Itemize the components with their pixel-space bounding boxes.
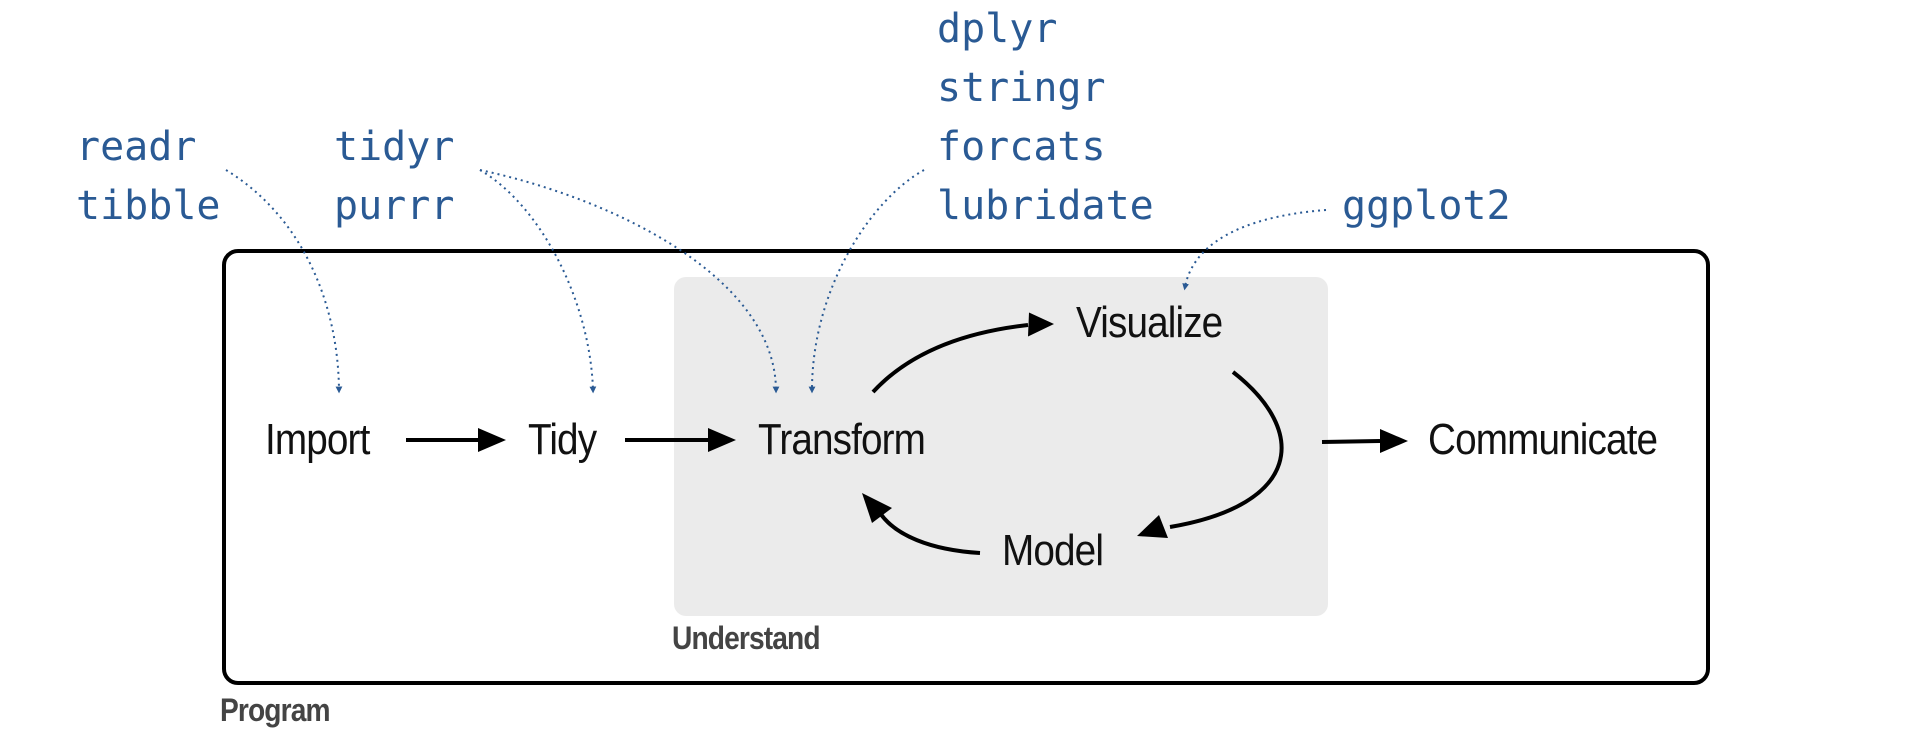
understand-container	[674, 277, 1328, 616]
node-tidy: Tidy	[528, 415, 597, 464]
tidy-packages: tidyr purrr	[334, 118, 454, 236]
connector-ggplot2-visualize	[1182, 209, 1327, 291]
arrowhead-model	[1137, 515, 1168, 538]
program-label: Program	[220, 692, 331, 728]
package-tibble: tibble	[76, 183, 221, 229]
arrowhead-communicate	[1380, 429, 1408, 453]
arrow-understand-communicate	[1321, 439, 1381, 444]
arrowhead-transform	[708, 428, 736, 452]
package-dplyr: dplyr	[937, 6, 1058, 52]
flow-arrows	[406, 323, 1381, 555]
arrowhead-visualize	[1028, 312, 1054, 337]
node-import: Import	[265, 415, 370, 464]
arrowhead-tidy	[478, 428, 506, 452]
node-visualize: Visualize	[1076, 298, 1223, 347]
arrowhead-transform-loop	[862, 493, 892, 523]
node-transform: Transform	[758, 415, 926, 464]
arrow-heads	[478, 312, 1408, 538]
connector-transform-pkgs	[808, 169, 925, 394]
connector-tidy-tidy	[479, 169, 597, 394]
program-container	[222, 249, 1710, 685]
package-stringr: stringr	[937, 65, 1106, 111]
visualize-packages: ggplot2	[1342, 177, 1511, 236]
transform-packages: dplyr stringr forcats lubridate	[937, 0, 1154, 236]
package-lubridate: lubridate	[937, 183, 1154, 229]
package-readr: readr	[76, 124, 197, 170]
arrow-transform-visualize	[871, 323, 1029, 394]
arrow-visualize-model	[1169, 370, 1284, 529]
connector-tidy-transform	[479, 169, 780, 394]
understand-label: Understand	[672, 620, 821, 656]
node-communicate: Communicate	[1428, 415, 1658, 464]
connector-readr-import	[225, 169, 343, 394]
package-ggplot2: ggplot2	[1342, 183, 1511, 229]
arrow-model-transform	[878, 511, 981, 555]
package-purrr: purrr	[334, 183, 455, 229]
package-forcats: forcats	[937, 124, 1106, 170]
package-tidyr: tidyr	[334, 124, 455, 170]
import-packages: readr tibble	[76, 118, 221, 236]
package-connectors	[225, 169, 1327, 394]
node-model: Model	[1002, 526, 1104, 575]
